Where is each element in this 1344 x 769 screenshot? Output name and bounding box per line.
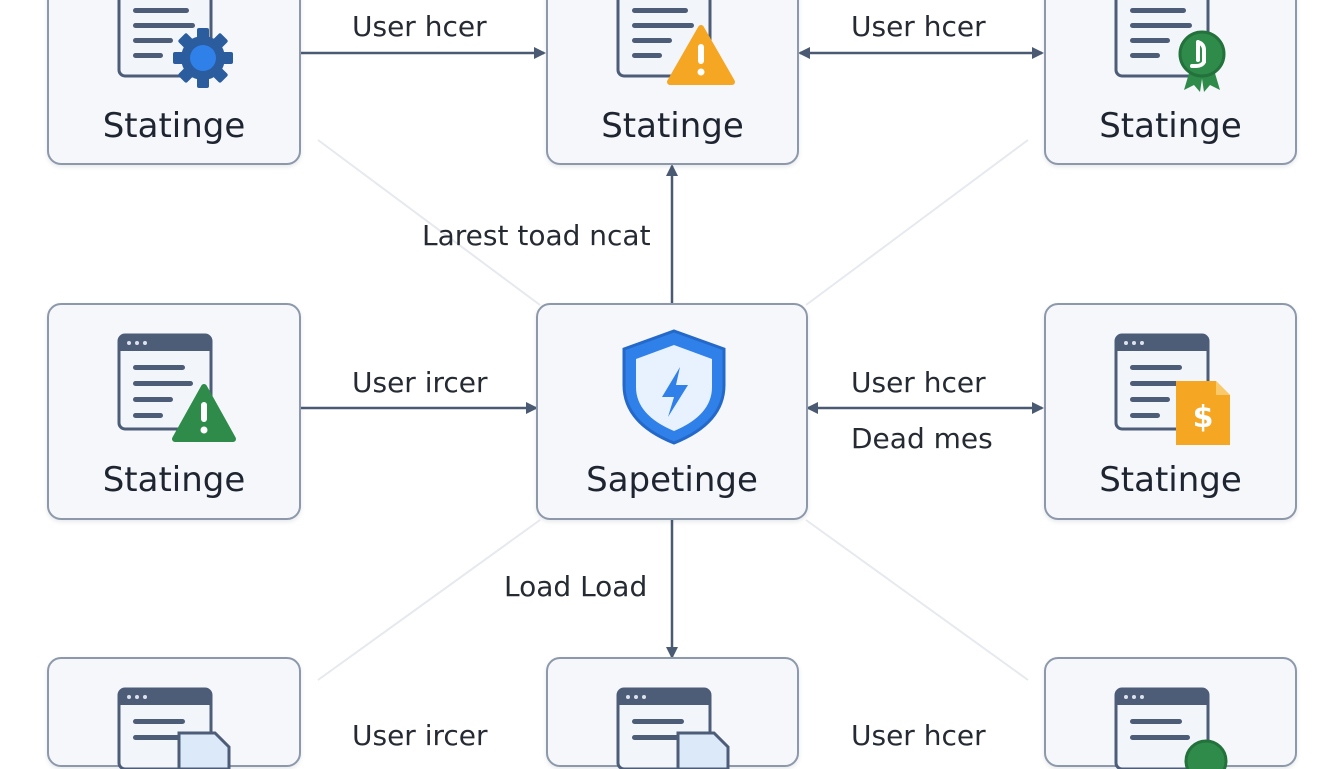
node-label: Statinge bbox=[601, 106, 744, 146]
edge-label-bottom-right: User hcer bbox=[851, 719, 986, 752]
node-top-center[interactable]: Statinge bbox=[546, 0, 799, 165]
document-file-icon bbox=[117, 687, 231, 769]
node-bottom-center[interactable] bbox=[546, 657, 799, 769]
document-file-icon bbox=[616, 687, 730, 769]
node-label: Sapetinge bbox=[586, 460, 758, 500]
edge-label-center-up: Larest toad ncat bbox=[422, 219, 651, 252]
faint-guide-lines bbox=[317, 139, 1029, 681]
document-alert-icon bbox=[117, 333, 236, 442]
node-label: Statinge bbox=[1099, 106, 1242, 146]
document-gear-icon bbox=[117, 0, 233, 88]
guide-line-top-left bbox=[317, 139, 541, 306]
document-badge-icon bbox=[1114, 687, 1228, 769]
edge-label-top-right: User hcer bbox=[851, 10, 986, 43]
node-label: Statinge bbox=[1099, 460, 1242, 500]
document-badge-icon bbox=[1114, 0, 1226, 92]
node-top-right[interactable]: Statinge bbox=[1044, 0, 1297, 165]
edge-label-middle-right-sub: Dead mes bbox=[851, 422, 993, 455]
edge-label-bottom-left: User ircer bbox=[352, 719, 488, 752]
node-bottom-right[interactable] bbox=[1044, 657, 1297, 769]
document-dollar-icon: $ bbox=[1114, 333, 1230, 445]
node-label: Statinge bbox=[102, 106, 246, 146]
document-warning-icon bbox=[616, 0, 735, 85]
node-top-left[interactable]: Statinge bbox=[47, 0, 301, 165]
edge-label-middle-right: User hcer bbox=[851, 366, 986, 399]
edge-label-top-left: User hcer bbox=[352, 10, 487, 43]
shield-bolt-icon bbox=[622, 329, 726, 445]
edge-label-center-down: Load Load bbox=[504, 570, 648, 603]
edge-label-middle-left: User ircer bbox=[352, 366, 488, 399]
node-bottom-left[interactable] bbox=[47, 657, 301, 769]
guide-line-bottom-left bbox=[317, 519, 541, 681]
svg-text:$: $ bbox=[1193, 400, 1214, 435]
node-middle-right[interactable]: $ Statinge bbox=[1044, 303, 1297, 520]
diagram-connectors bbox=[300, 47, 1044, 681]
node-label: Statinge bbox=[102, 460, 246, 500]
node-center[interactable]: Sapetinge bbox=[536, 303, 808, 520]
guide-line-top-right bbox=[805, 139, 1029, 306]
node-middle-left[interactable]: Statinge bbox=[47, 303, 301, 520]
guide-line-bottom-right bbox=[805, 519, 1029, 681]
